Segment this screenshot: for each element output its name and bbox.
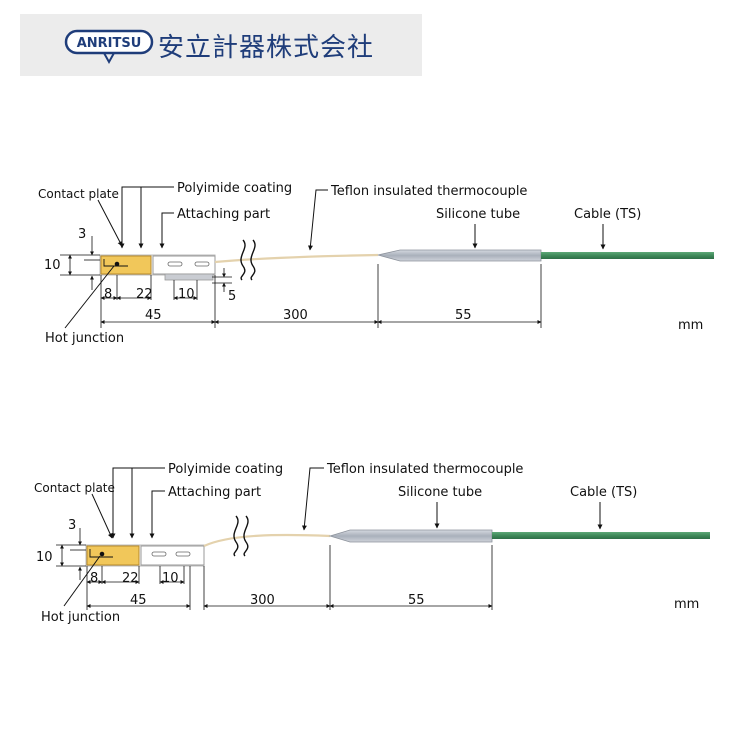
dim-3: 3 (68, 518, 76, 533)
dim-22: 22 (122, 571, 139, 586)
attaching-slot (167, 261, 183, 267)
attaching-slot (151, 551, 167, 557)
dim-55: 55 (455, 308, 472, 323)
diagram-2: Contact plate Polyimide coating Teflon i… (34, 462, 710, 625)
dim-300: 300 (250, 593, 275, 608)
contact-plate (100, 255, 152, 275)
dim-8: 8 (104, 287, 112, 302)
anritsu-logo: ANRITSU (64, 29, 156, 65)
label-silicone-tube: Silicone tube (398, 485, 482, 500)
label-polyimide-coating: Polyimide coating (177, 181, 292, 196)
attaching-slot (175, 551, 191, 557)
unit-mm: mm (678, 318, 703, 333)
attaching-slot (194, 261, 210, 267)
dim-8: 8 (90, 571, 98, 586)
dim-10-height: 10 (44, 258, 61, 273)
hot-junction-dot (114, 261, 120, 267)
dim-45: 45 (130, 593, 147, 608)
dim-45: 45 (145, 308, 162, 323)
dim-3: 3 (78, 227, 86, 242)
label-contact-plate: Contact plate (38, 187, 119, 201)
label-attaching-part: Attaching part (177, 207, 270, 222)
dim-55: 55 (408, 593, 425, 608)
silicone-tube (328, 529, 493, 543)
diagram-1: Contact plate Polyimide coating Teflon i… (38, 181, 714, 346)
label-polyimide-coating: Polyimide coating (168, 462, 283, 477)
label-contact-plate: Contact plate (34, 481, 115, 495)
label-cable: Cable (TS) (574, 207, 641, 222)
attaching-part (140, 545, 205, 566)
unit-mm: mm (674, 597, 699, 612)
dim-10-height: 10 (36, 550, 53, 565)
dim-300: 300 (283, 308, 308, 323)
hot-junction-dot (99, 551, 105, 557)
attaching-tab (164, 273, 214, 281)
dim-5: 5 (228, 289, 236, 304)
company-name: 安立計器株式会社 (158, 33, 375, 63)
cable (492, 532, 710, 539)
label-teflon-thermocouple: Teflon insulated thermocouple (330, 184, 527, 199)
dim-22: 22 (136, 287, 153, 302)
label-silicone-tube: Silicone tube (436, 207, 520, 222)
label-hot-junction: Hot junction (45, 331, 124, 346)
label-attaching-part: Attaching part (168, 485, 261, 500)
dim-10-slot: 10 (162, 571, 179, 586)
contact-plate (86, 545, 140, 566)
logo-text: ANRITSU (77, 36, 142, 51)
teflon-wire (214, 253, 379, 264)
label-hot-junction: Hot junction (41, 610, 120, 625)
silicone-tube (377, 249, 542, 262)
teflon-wire (203, 533, 331, 547)
cable (541, 252, 714, 259)
label-teflon-thermocouple: Teflon insulated thermocouple (326, 462, 523, 477)
label-cable: Cable (TS) (570, 485, 637, 500)
dim-10-slot: 10 (178, 287, 195, 302)
